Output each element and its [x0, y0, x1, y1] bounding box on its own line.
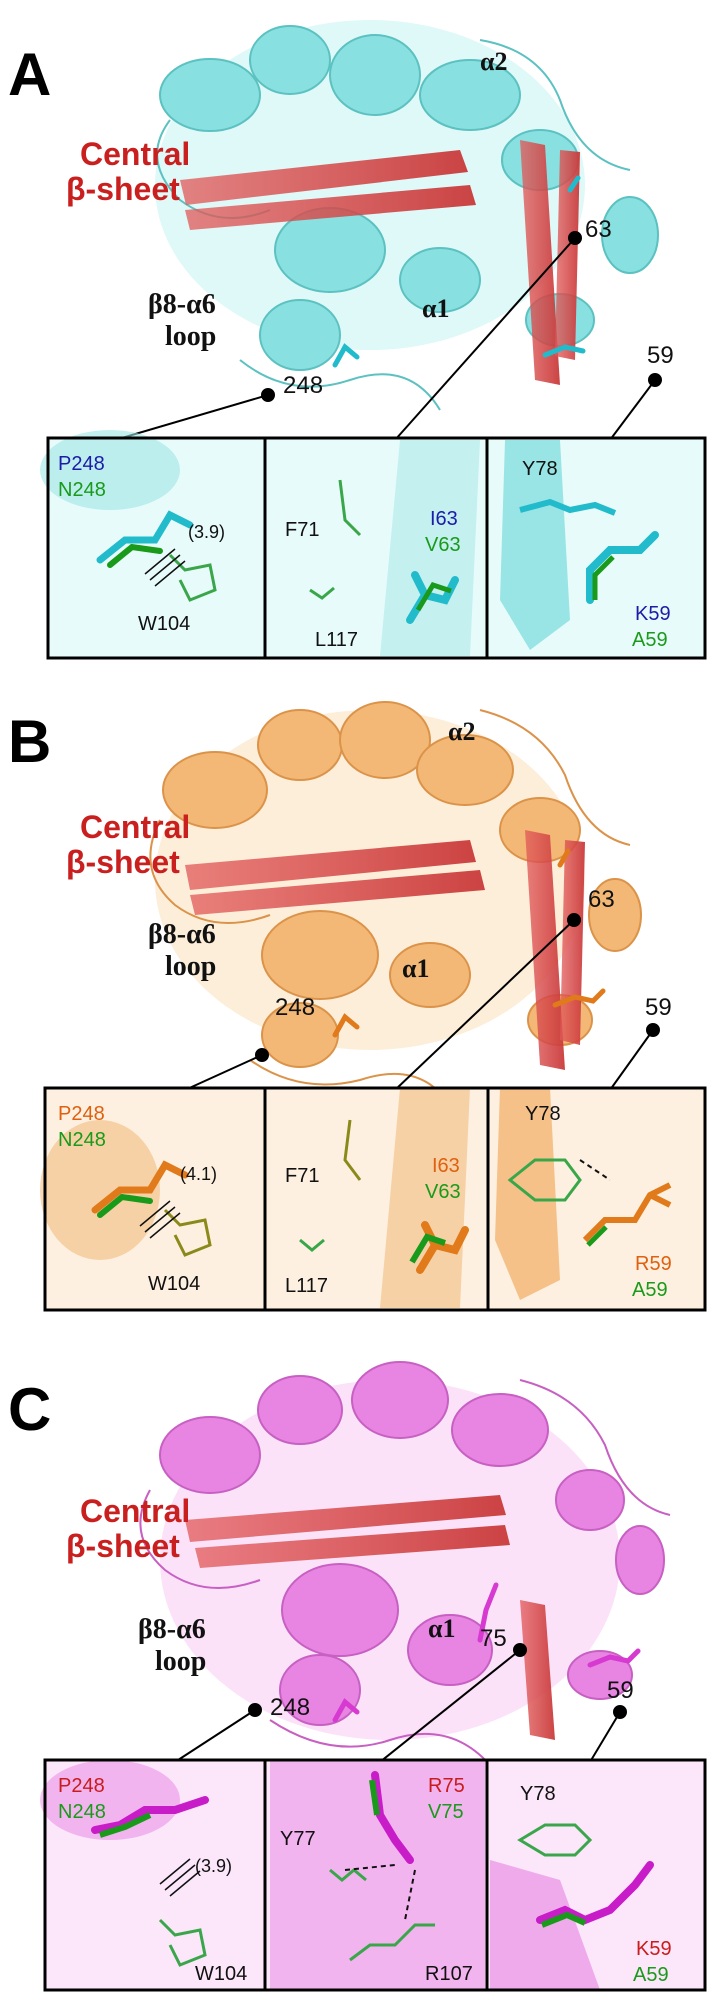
helix-alpha1-label-a: α1: [422, 294, 450, 323]
inset-a2-mut-label: V63: [425, 534, 461, 556]
inset-b1-wt-label: P248: [58, 1103, 105, 1125]
inset-c1-wt-label: P248: [58, 1775, 105, 1797]
inset-b3-mut-label: A59: [632, 1279, 668, 1301]
site-248-label-b: 248: [275, 994, 315, 1021]
inset-b1-mut-label: N248: [58, 1129, 106, 1151]
inset-b2-wt-label: I63: [432, 1155, 460, 1177]
callout-lines-b: [184, 913, 660, 1091]
helix-alpha2-label-a: α2: [480, 47, 508, 76]
site-59-label-c: 59: [607, 1677, 634, 1704]
inset-b3-y78-label: Y78: [525, 1103, 561, 1125]
inset-row-c: P248 N248 (3.9) W104 Y77 R107 R75 V75: [40, 1758, 707, 1992]
site-75-label-c: 75: [480, 1625, 507, 1652]
loop-label-line2-c: loop: [155, 1646, 206, 1677]
inset-c2-wt-label: R75: [428, 1775, 465, 1797]
inset-b3: [495, 1088, 672, 1300]
inset-a1: [40, 430, 217, 602]
helix-alpha2-label-b: α2: [448, 717, 476, 746]
inset-a3: [500, 440, 659, 650]
inset-c2-r107-label: R107: [425, 1963, 473, 1985]
site-59-label-a: 59: [647, 342, 674, 369]
inset-c3: [490, 1823, 654, 1990]
inset-b3-wt-label: R59: [635, 1253, 672, 1275]
inset-a2-wt-label: I63: [430, 508, 458, 530]
site-248-label-a: 248: [283, 372, 323, 399]
inset-a3-y78-label: Y78: [522, 458, 558, 480]
callout-lines-c: [174, 1643, 627, 1763]
panel-letter-c: C: [8, 1376, 51, 1443]
central-sheet-label-line2-c: β-sheet: [66, 1528, 180, 1564]
inset-c1-distance-label: (3.9): [195, 1856, 232, 1876]
inset-b2-mut-label: V63: [425, 1181, 461, 1203]
central-sheet-label-line1-c: Central: [80, 1493, 190, 1529]
inset-c3-wt-label: K59: [636, 1938, 672, 1960]
inset-c3-mut-label: A59: [633, 1964, 669, 1986]
inset-c1-mut-label: N248: [58, 1801, 106, 1823]
helix-alpha1-label-c: α1: [428, 1614, 456, 1643]
loop-label-line1-a: β8-α6: [148, 289, 216, 320]
inset-c2-y77-label: Y77: [280, 1828, 316, 1850]
central-sheet-label-line2-b: β-sheet: [66, 844, 180, 880]
inset-b1-w104-label: W104: [148, 1273, 200, 1295]
inset-c3-y78-label: Y78: [520, 1783, 556, 1805]
loop-label-line1-b: β8-α6: [148, 919, 216, 950]
inset-a1-w104-label: W104: [138, 613, 190, 635]
loop-label-line2-b: loop: [165, 951, 216, 982]
inset-c2-mut-label: V75: [428, 1801, 464, 1823]
inset-b2-f71-label: F71: [285, 1165, 319, 1187]
loop-label-line1-c: β8-α6: [138, 1614, 206, 1645]
residue-sticks-b: [332, 848, 606, 1038]
site-248-label-c: 248: [270, 1694, 310, 1721]
central-beta-sheet-a: [180, 140, 580, 385]
inset-row-a: P248 N248 (3.9) W104 F71 L117 I63 V63 Y7…: [40, 430, 707, 660]
central-sheet-label-line2-a: β-sheet: [66, 171, 180, 207]
inset-a1-wt-label: P248: [58, 453, 105, 475]
site-63-label-b: 63: [588, 886, 615, 913]
central-sheet-label-line1-b: Central: [80, 809, 190, 845]
inset-a3-wt-label: K59: [635, 603, 671, 625]
inset-b2: [299, 1088, 470, 1308]
inset-a1-mut-label: N248: [58, 479, 106, 501]
inset-a3-mut-label: A59: [632, 629, 668, 651]
panel-letter-b: B: [8, 708, 51, 775]
central-beta-sheet-c: [185, 1495, 555, 1740]
panel-a: A Central β-sheet β8-α6 loop: [8, 20, 707, 660]
inset-a2-l117-label: L117: [315, 629, 358, 651]
callout-lines-a: [114, 231, 662, 441]
panel-c: C Central β-sheet β8-α6 loop α1: [8, 1361, 707, 1992]
loop-label-line2-a: loop: [165, 321, 216, 352]
inset-b2-l117-label: L117: [285, 1275, 328, 1297]
central-sheet-label-line1-a: Central: [80, 136, 190, 172]
inset-b1-distance-label: (4.1): [180, 1164, 217, 1184]
inset-c1: [40, 1760, 209, 1967]
inset-c2: [270, 1760, 485, 1990]
inset-b1: [40, 1120, 212, 1260]
panel-letter-a: A: [8, 41, 51, 108]
residue-sticks-a: [332, 175, 586, 368]
inset-a2-f71-label: F71: [285, 519, 319, 541]
site-59-label-b: 59: [645, 994, 672, 1021]
inset-a2: [309, 440, 480, 656]
inset-c1-w104-label: W104: [195, 1963, 247, 1985]
inset-a1-distance-label: (3.9): [188, 522, 225, 542]
panel-b: B Central β-sheet β8-α6 loop α1: [8, 701, 707, 1312]
helix-alpha1-label-b: α1: [402, 954, 430, 983]
protein-cartoon-c: [139, 1361, 671, 1766]
inset-row-b: P248 N248 (4.1) W104 F71 L117 I63 V63: [40, 1086, 707, 1312]
residue-sticks-c: [332, 1582, 641, 1723]
site-63-label-a: 63: [585, 216, 612, 243]
central-beta-sheet-b: [185, 830, 585, 1070]
